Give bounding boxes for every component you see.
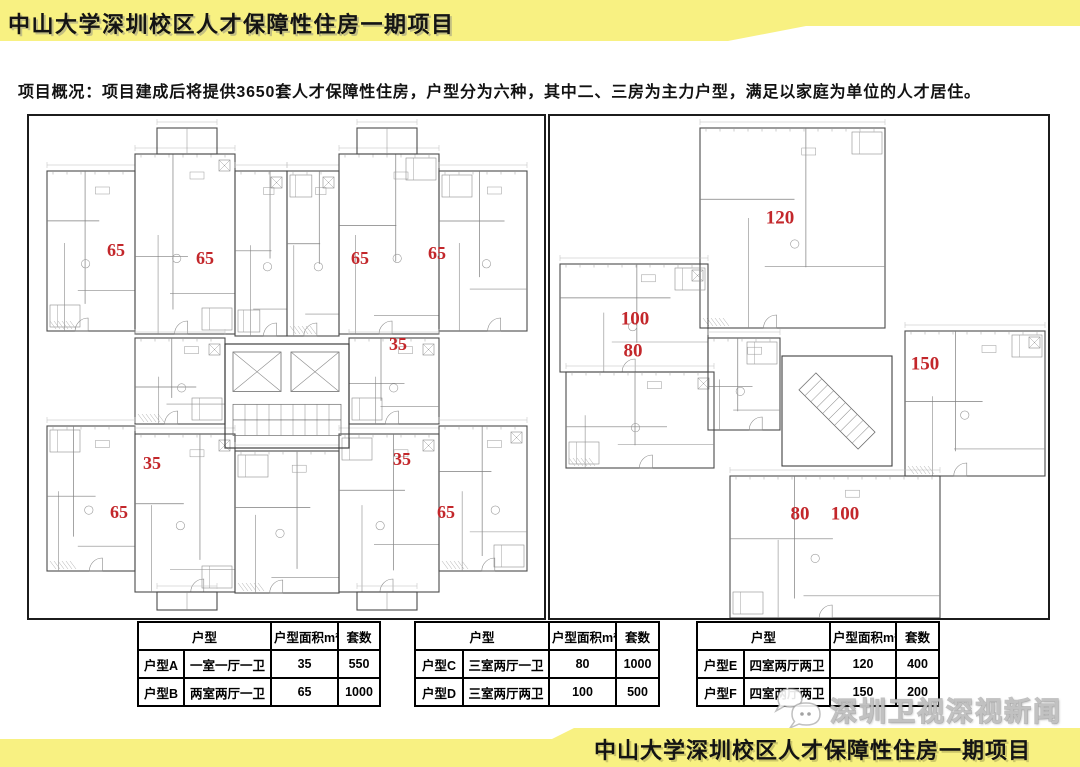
- area-label: 65: [351, 248, 369, 268]
- table-cell: 户型F: [696, 677, 745, 707]
- overview-text: 项目概况：项目建成后将提供3650套人才保障性住房，户型分为六种，其中二、三房为…: [18, 84, 981, 101]
- table-cell: 户型E: [696, 649, 745, 679]
- table-cell: 户型B: [137, 677, 185, 707]
- table-header-cell: 户型: [136, 621, 273, 651]
- table-cell: 500: [615, 677, 661, 707]
- table-row: 户型D 三室两厅两卫 100 500: [414, 677, 661, 707]
- table-header-cell: 户型面积m²: [270, 621, 340, 651]
- table-header-cell: 户型面积m²: [829, 621, 898, 651]
- area-label: 65: [196, 248, 214, 268]
- table-cell: 35: [270, 649, 340, 679]
- table-header-cell: 户型: [413, 621, 551, 651]
- table-row: 户型A 一室一厅一卫 35 550: [137, 649, 382, 679]
- table-cell: 1000: [337, 677, 382, 707]
- table-cell: 一室一厅一卫: [182, 649, 273, 679]
- area-label: 35: [143, 453, 161, 473]
- area-label: 65: [428, 243, 446, 263]
- table-cell: 四室两厅两卫: [742, 649, 832, 679]
- area-label: 120: [765, 207, 795, 229]
- area-label: 80: [623, 340, 643, 362]
- table-cell: 120: [829, 649, 898, 679]
- table-cell: 200: [895, 677, 941, 707]
- area-label: 35: [389, 334, 407, 354]
- table-header-cell: 套数: [895, 621, 941, 651]
- table-cell: 三室两厅一卫: [461, 649, 551, 679]
- floorplan-panel-left: 65 65 65 65 35 35 35 65 65: [27, 114, 546, 620]
- area-label: 65: [437, 502, 455, 522]
- table-row: 户型C 三室两厅一卫 80 1000: [414, 649, 661, 679]
- table-cell: 65: [270, 677, 340, 707]
- table-cell: 150: [829, 677, 898, 707]
- bottom-banner-shape: [0, 728, 1080, 767]
- table-cell: 四室两厅两卫: [742, 677, 832, 707]
- table-cell: 100: [548, 677, 618, 707]
- table-cell: 户型A: [137, 649, 185, 679]
- area-label: 65: [107, 240, 125, 260]
- table-cell: 户型D: [414, 677, 464, 707]
- area-label: 35: [393, 449, 411, 469]
- table-cell: 两室两厅一卫: [182, 677, 273, 707]
- table-row: 户型F 四室两厅两卫 150 200: [696, 677, 941, 707]
- bottom-page-title: 中山大学深圳校区人才保障性住房一期项目: [593, 738, 1031, 763]
- table-cell: 550: [337, 649, 382, 679]
- area-label: 65: [110, 502, 128, 522]
- table-header-cell: 户型: [695, 621, 832, 651]
- floorplan-panel-right: 120 100 80 150 80 100: [548, 114, 1050, 620]
- area-label: 100: [830, 503, 860, 525]
- table-cell: 80: [548, 649, 618, 679]
- table-header-row: 户型 户型面积m² 套数: [413, 621, 661, 651]
- area-label: 100: [620, 308, 650, 330]
- table-row: 户型B 两室两厅一卫 65 1000: [137, 677, 382, 707]
- table-header-cell: 套数: [615, 621, 661, 651]
- table-header-cell: 户型面积m²: [548, 621, 618, 651]
- table-cell: 户型C: [414, 649, 464, 679]
- table-cell: 400: [895, 649, 941, 679]
- floor-plan-drawing-right: [559, 119, 1046, 618]
- unit-table-ab: 户型 户型面积m² 套数 户型A 一室一厅一卫 35 550 户型B 两室两厅一…: [136, 621, 382, 707]
- unit-table-cd: 户型 户型面积m² 套数 户型C 三室两厅一卫 80 1000 户型D 三室两厅…: [413, 621, 661, 707]
- page-title: 中山大学深圳校区人才保障性住房一期项目: [8, 12, 455, 37]
- table-header-row: 户型 户型面积m² 套数: [695, 621, 941, 651]
- floor-plan-drawing-left: [46, 119, 528, 611]
- table-cell: 1000: [615, 649, 661, 679]
- table-cell: 三室两厅两卫: [461, 677, 551, 707]
- top-banner-shape: [0, 0, 1080, 41]
- unit-table-ef: 户型 户型面积m² 套数 户型E 四室两厅两卫 120 400 户型F 四室两厅…: [695, 621, 941, 707]
- area-label: 150: [910, 353, 940, 375]
- area-label: 80: [790, 503, 810, 525]
- table-header-cell: 套数: [337, 621, 382, 651]
- table-row: 户型E 四室两厅两卫 120 400: [696, 649, 941, 679]
- table-header-row: 户型 户型面积m² 套数: [136, 621, 382, 651]
